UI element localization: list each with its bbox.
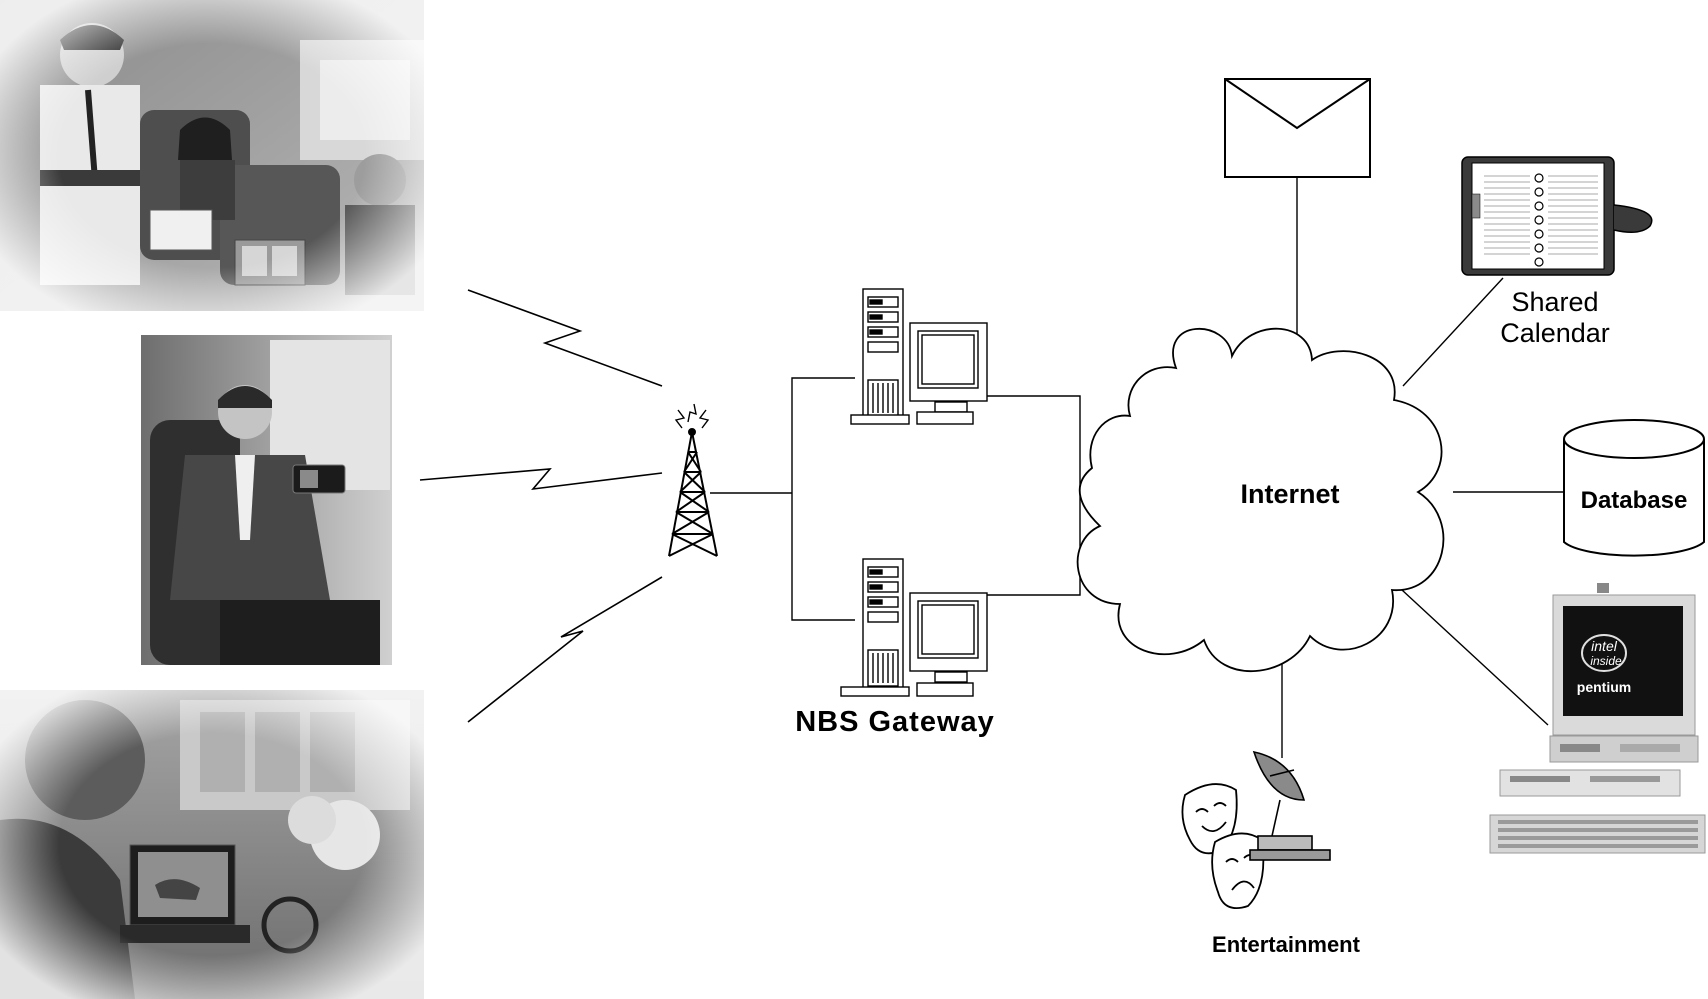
- photo-train-conductor: [0, 0, 424, 311]
- database-icon: [1563, 419, 1705, 557]
- internet-label: Internet: [1240, 479, 1339, 509]
- wireless-bolt-3: [467, 576, 663, 723]
- radio-tower-icon: [668, 403, 718, 557]
- planner-icon: [1461, 156, 1653, 276]
- server-computer-top-icon: [850, 288, 988, 425]
- photo-man-handheld: [141, 335, 392, 665]
- server-computer-bottom-icon: [840, 558, 988, 697]
- entertainment-label: Entertainment: [1212, 932, 1361, 957]
- calendar-label-line1: Shared: [1511, 287, 1598, 317]
- cpu-brand-bottom: inside: [1590, 654, 1622, 668]
- envelope-icon: [1224, 78, 1371, 178]
- cpu-brand-top: intel: [1591, 638, 1618, 654]
- wireless-bolt-1: [467, 289, 663, 387]
- wireless-links: [419, 289, 663, 723]
- calendar-label-line2: Calendar: [1500, 318, 1610, 348]
- database-label: Database: [1581, 487, 1688, 514]
- satellite-dish-icon: [1249, 750, 1331, 861]
- photo-woman-laptop: [0, 690, 424, 999]
- theater-masks-icon: [1181, 783, 1265, 910]
- cpu-model: pentium: [1577, 679, 1631, 695]
- desktop-pc-icon: intel inside pentium: [1489, 583, 1706, 854]
- gateway-label: NBS Gateway: [795, 706, 995, 738]
- wireless-bolt-2: [419, 468, 663, 491]
- cloud-icon: [1076, 327, 1445, 673]
